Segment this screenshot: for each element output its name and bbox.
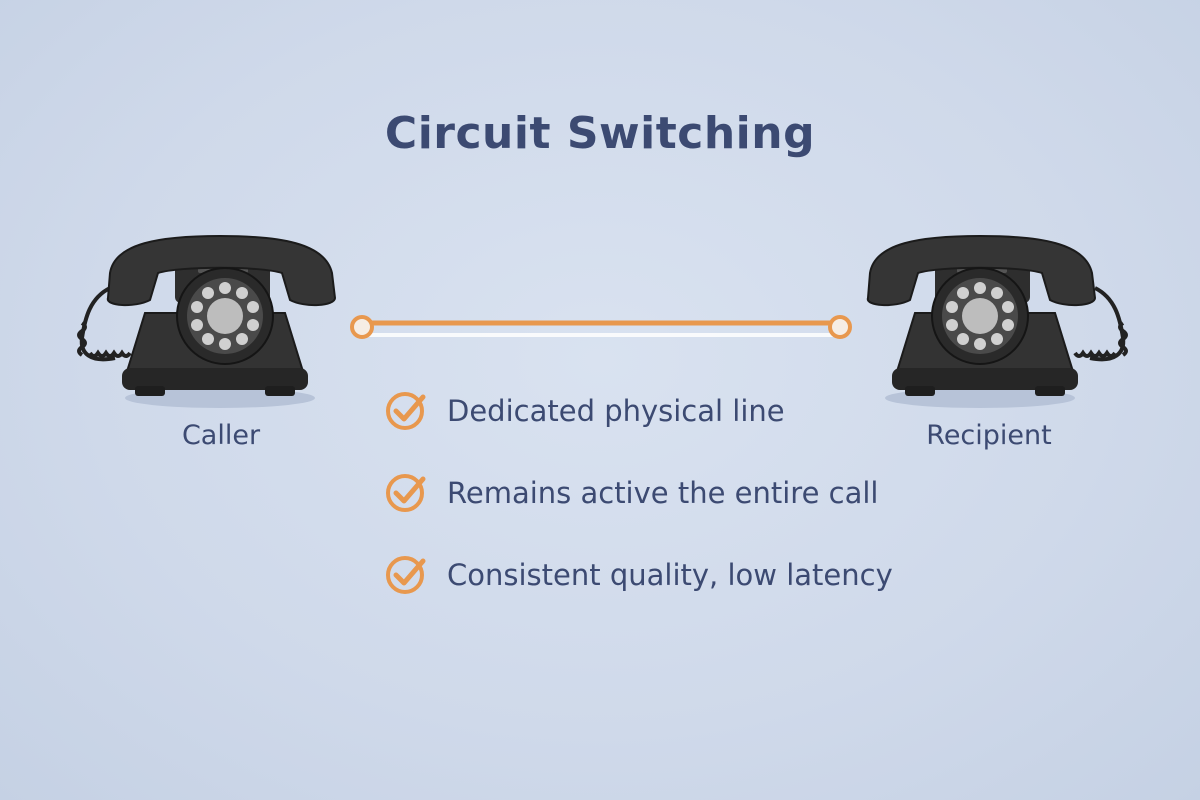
- line-endpoint-right: [828, 315, 852, 339]
- check-circle-icon: [386, 474, 426, 512]
- feature-item: Dedicated physical line: [385, 390, 893, 432]
- check-circle-icon: [386, 392, 426, 430]
- check-circle-icon: [386, 556, 426, 594]
- recipient-label: Recipient: [926, 420, 1052, 451]
- feature-list: Dedicated physical line Remains active t…: [385, 390, 893, 636]
- feature-text: Dedicated physical line: [447, 394, 785, 428]
- caller-phone-icon: [70, 228, 350, 418]
- diagram-title: Circuit Switching: [384, 108, 816, 159]
- feature-item: Consistent quality, low latency: [385, 554, 893, 596]
- feature-text: Remains active the entire call: [447, 476, 879, 510]
- line-endpoint-left: [350, 315, 374, 339]
- feature-text: Consistent quality, low latency: [447, 558, 893, 592]
- feature-item: Remains active the entire call: [385, 472, 893, 514]
- dedicated-line: [350, 315, 852, 339]
- recipient-phone-icon: [855, 228, 1135, 418]
- caller-label: Caller: [181, 420, 261, 451]
